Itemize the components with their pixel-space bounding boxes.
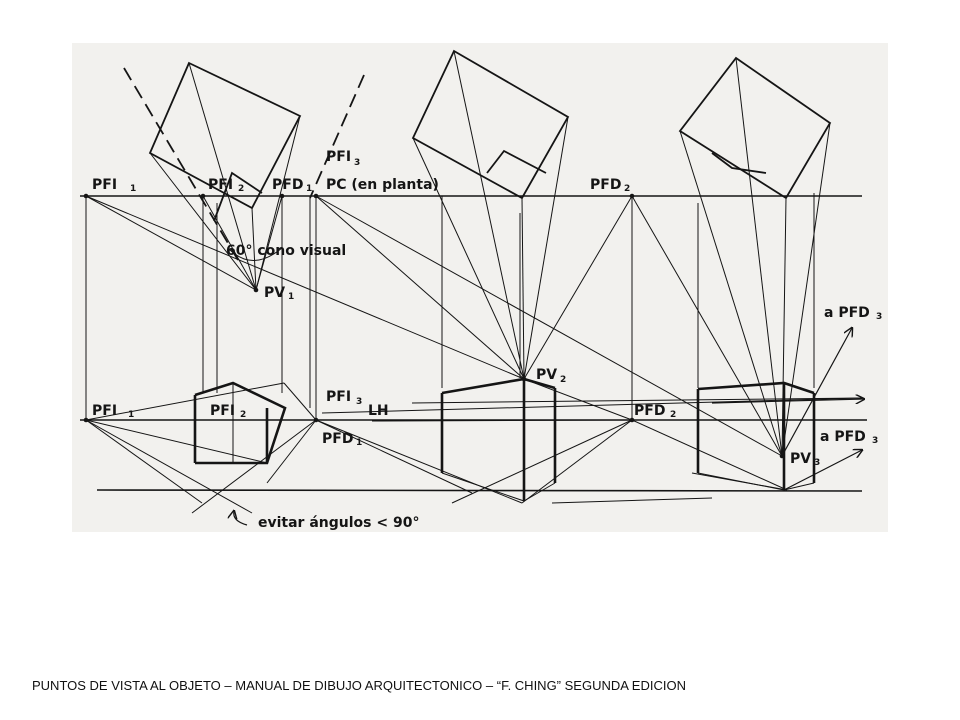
label-pfd1-top: PFD 1: [272, 177, 312, 194]
svg-text:PFI: PFI: [326, 149, 351, 165]
drawing-svg: PFI 1 PFI 2 PFD 1 PFI 3 PC (en planta) P…: [80, 49, 882, 531]
svg-text:PFI: PFI: [210, 403, 235, 419]
svg-text:PFI: PFI: [92, 177, 117, 193]
svg-text:PFD: PFD: [322, 431, 353, 447]
svg-text:PV: PV: [790, 451, 811, 467]
label-pfi3-top: PFI 3: [326, 149, 360, 168]
svg-text:evitar ángulos < 90°: evitar ángulos < 90°: [258, 515, 419, 531]
svg-text:a PFD: a PFD: [820, 429, 866, 445]
label-lh: LH: [368, 403, 389, 419]
svg-text:3: 3: [356, 397, 362, 407]
projectors-view-1: [85, 62, 301, 291]
perspective-vanishing-lines: [85, 378, 863, 514]
label-pfd2-low: PFD 2: [634, 403, 676, 420]
vanishing-point-markers: [83, 193, 785, 459]
perspective-drawing: PFI 1 PFI 2 PFD 1 PFI 3 PC (en planta) P…: [72, 43, 888, 532]
arrow-to-pfd3-lower: [783, 450, 862, 491]
label-pfi1-top: PFI 1: [92, 177, 136, 194]
label-pv1: PV 1: [264, 285, 294, 302]
svg-text:3: 3: [872, 436, 878, 446]
plan-view-1: [148, 61, 302, 222]
figure-caption: PUNTOS DE VISTA AL OBJETO – MANUAL DE DI…: [32, 678, 686, 693]
arrow-horizon-right: [711, 399, 864, 403]
arrow-avoid: [234, 511, 248, 526]
label-pfi3-low: PFI 3: [326, 389, 362, 407]
svg-text:2: 2: [624, 184, 630, 194]
svg-text:PFI: PFI: [208, 177, 233, 193]
label-avoid: evitar ángulos < 90°: [258, 515, 419, 531]
svg-text:PC (en planta): PC (en planta): [326, 177, 439, 193]
svg-text:2: 2: [240, 410, 246, 420]
cone-dashed-lines: [123, 67, 365, 261]
label-pfd2-top: PFD 2: [590, 177, 630, 194]
svg-text:60° cono visual: 60° cono visual: [226, 243, 346, 259]
svg-text:1: 1: [130, 184, 136, 194]
projectors-view-3: [315, 57, 831, 457]
svg-text:PV: PV: [536, 367, 557, 383]
label-pv2: PV 2: [536, 367, 566, 385]
label-a-pfd3-lower: a PFD 3: [820, 429, 878, 446]
svg-text:PFD: PFD: [634, 403, 665, 419]
svg-text:2: 2: [560, 375, 566, 385]
svg-text:3: 3: [876, 312, 882, 322]
label-pfi2-top: PFI 2: [208, 177, 244, 194]
svg-text:1: 1: [288, 292, 294, 302]
svg-text:PFI: PFI: [326, 389, 351, 405]
perspective-box-1: [193, 381, 287, 465]
plan-view-2: [411, 49, 570, 200]
label-pc: PC (en planta): [326, 177, 439, 193]
svg-text:2: 2: [238, 184, 244, 194]
label-pfi2-low: PFI 2: [210, 403, 246, 420]
svg-text:PFD: PFD: [272, 177, 303, 193]
projectors-view-2: [85, 50, 633, 380]
svg-text:a PFD: a PFD: [824, 305, 870, 321]
svg-text:PV: PV: [264, 285, 285, 301]
label-pfi1-low: PFI 1: [92, 403, 134, 420]
svg-text:3: 3: [354, 158, 360, 168]
label-pfd1-low: PFD 1: [322, 431, 362, 448]
svg-text:PFI: PFI: [92, 403, 117, 419]
svg-text:1: 1: [356, 438, 362, 448]
vertical-drop-lines: [85, 193, 815, 420]
svg-text:2: 2: [670, 410, 676, 420]
svg-text:LH: LH: [368, 403, 389, 419]
arrow-to-pfd3-upper: [781, 328, 852, 457]
perspective-box-2: [440, 377, 557, 502]
label-cone: 60° cono visual: [226, 243, 346, 259]
label-pv3: PV 3: [790, 451, 820, 468]
label-a-pfd3-upper: a PFD 3: [824, 305, 882, 322]
svg-text:1: 1: [306, 184, 312, 194]
plan-view-3: [678, 56, 832, 200]
svg-text:1: 1: [128, 410, 134, 420]
svg-text:PFD: PFD: [590, 177, 621, 193]
svg-text:3: 3: [814, 458, 820, 468]
